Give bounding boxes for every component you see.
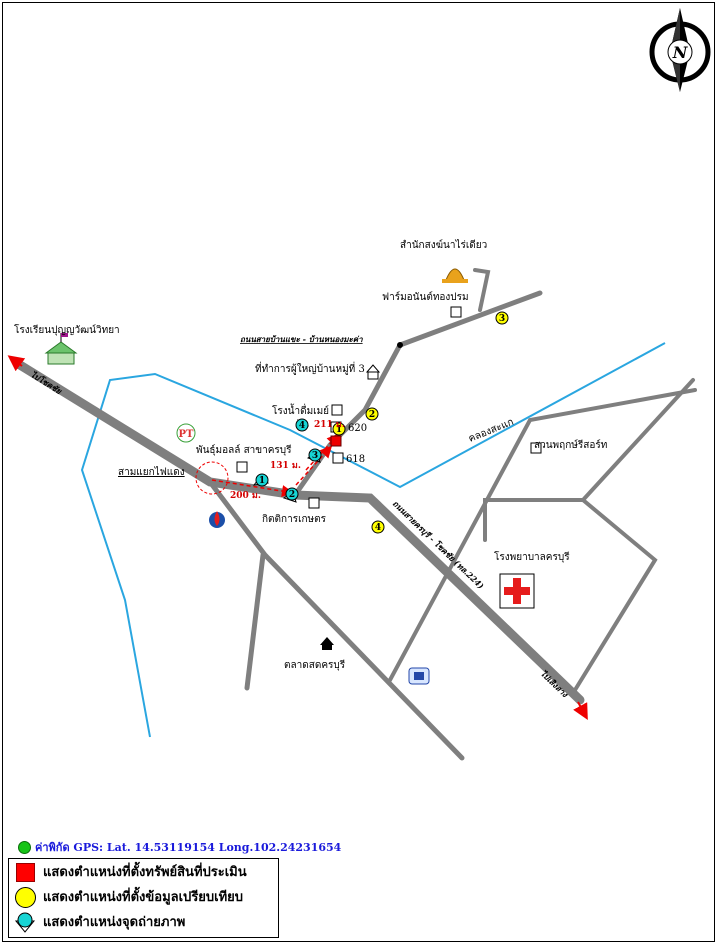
- bank-icon: [408, 667, 430, 685]
- lot-620-label: 620: [348, 423, 367, 434]
- comparable-marker-3: 3: [495, 311, 509, 325]
- road-temple: [473, 268, 491, 312]
- junction-label: สามแยกไฟแดง: [118, 466, 185, 478]
- arrow-to-chokchai: [7, 355, 26, 372]
- ptt-drop-icon: [209, 511, 225, 528]
- temple-label: สำนักสงฆ์นาไร่เดียว: [400, 239, 487, 251]
- canal-line: [80, 342, 666, 738]
- svg-text:4: 4: [299, 421, 305, 431]
- distance-200-label: 200 ม.: [230, 491, 261, 501]
- subject-property-marker: [330, 435, 342, 447]
- market-icon: [320, 637, 334, 650]
- gps-dot-icon: [18, 840, 31, 854]
- pt-station-icon: PT: [176, 423, 196, 443]
- legend-row-photo: แสดงตำแหน่งจุดถ่ายภาพ: [9, 909, 278, 934]
- house-icon: [365, 364, 381, 380]
- headman-office-label: ที่ทำการผู้ใหญ่บ้านหมู่ที่ 3: [255, 361, 365, 375]
- photo-point-4: 4: [295, 418, 310, 432]
- ice-factory-label: โรงน้ำดื่มเมย์: [272, 403, 329, 417]
- svg-text:2: 2: [369, 410, 375, 420]
- svg-text:3: 3: [312, 451, 318, 461]
- yellow-circle-icon: [13, 886, 37, 908]
- cyan-marker-icon: [13, 911, 37, 933]
- svg-text:1: 1: [259, 476, 265, 486]
- svg-text:3: 3: [499, 314, 505, 324]
- svg-text:PT: PT: [179, 429, 195, 440]
- road-east: [388, 388, 697, 682]
- gps-coordinates: ค่าพิกัด GPS: Lat. 14.53119154 Long.102.…: [18, 838, 341, 856]
- lot-618-label: 618: [346, 454, 365, 465]
- distance-131-label: 131 ม.: [270, 461, 301, 471]
- comparable-marker-2: 2: [365, 407, 379, 421]
- north-arrow: N: [649, 8, 711, 92]
- distance-line-131: [295, 445, 333, 486]
- svg-text:4: 4: [375, 523, 381, 533]
- red-square-icon: [13, 861, 37, 883]
- arrow-to-soengsang: [573, 701, 588, 721]
- svg-text:2: 2: [289, 490, 295, 500]
- photo-point-2: 2: [282, 487, 299, 503]
- road-banrae-label: ถนนสายบ้านแขะ - บ้านหนองมะค่า: [240, 334, 363, 344]
- legend-subject-label: แสดงตำแหน่งที่ตั้งทรัพย์สินที่ประเมิน: [43, 865, 247, 880]
- school-label: โรงเรียนปุญญวัฒน์วิทยา: [14, 323, 120, 336]
- distance-211-label: 211 ม.: [314, 420, 345, 430]
- school-icon: [44, 333, 78, 365]
- legend-row-subject: แสดงตำแหน่งที่ตั้งทรัพย์สินที่ประเมิน: [9, 859, 278, 884]
- hospital-icon: [499, 573, 535, 609]
- pantip-mall-label: พันธุ์มอลล์ สาขาครบุรี: [196, 444, 292, 456]
- road-northeast-2: [581, 378, 695, 502]
- distance-line-200: [211, 479, 294, 497]
- hospital-label: โรงพยาบาลครบุรี: [494, 550, 570, 563]
- north-label: N: [672, 43, 689, 62]
- junction-circle: [195, 461, 229, 495]
- legend-photo-label: แสดงตำแหน่งจุดถ่ายภาพ: [43, 915, 186, 930]
- gps-text: ค่าพิกัด GPS: Lat. 14.53119154 Long.102.…: [35, 841, 342, 854]
- market-label: ตลาดสดครบุรี: [284, 659, 346, 671]
- comparable-marker-4: 4: [371, 520, 385, 534]
- legend-row-comparable: แสดงตำแหน่งที่ตั้งข้อมูลเปรียบเทียบ: [9, 884, 278, 909]
- svg-text:1: 1: [336, 425, 342, 435]
- photo-point-1: 1: [252, 473, 269, 487]
- road-south: [244, 552, 266, 691]
- photo-point-3: 3: [306, 448, 322, 463]
- legend-box: แสดงตำแหน่งที่ตั้งทรัพย์สินที่ประเมิน แส…: [8, 858, 279, 938]
- canal-label: คลองสะแก: [467, 417, 515, 445]
- farm-label: ฟาร์มอนันต์ทองปรม: [382, 291, 469, 303]
- road-junction-dot: [397, 342, 403, 348]
- to-chokchai-label: ไปโชคชัย: [29, 369, 64, 396]
- legend-comparable-label: แสดงตำแหน่งที่ตั้งข้อมูลเปรียบเทียบ: [43, 890, 244, 905]
- comparable-marker-1: 1: [332, 422, 346, 436]
- kitti-shop-label: กิตติการเกษตร: [262, 514, 327, 525]
- main-road-label: ถนนสายครบุรี - โชคชัย (ทล.224): [390, 498, 486, 591]
- temple-icon: [442, 268, 468, 283]
- resort-label: สวนพฤกษ์รีสอร์ท: [534, 439, 607, 451]
